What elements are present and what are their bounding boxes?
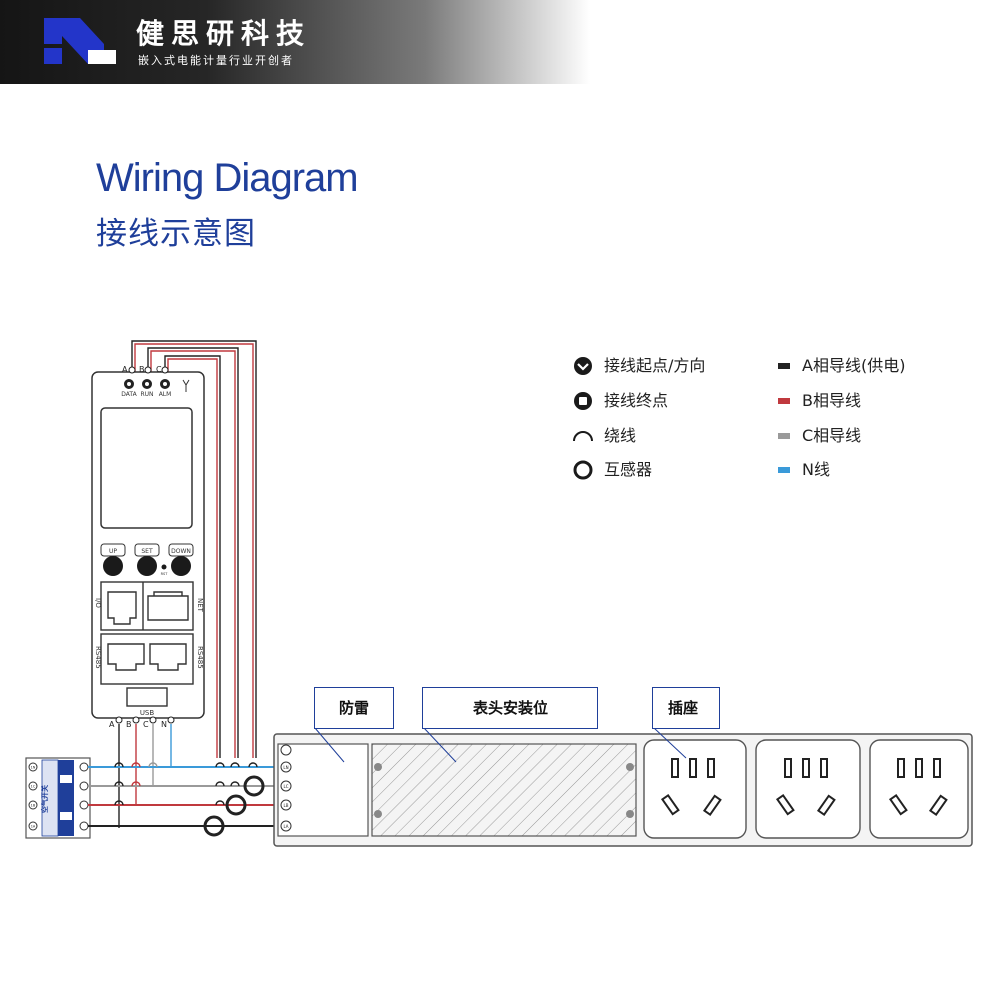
breaker-terminal-1n: 1N xyxy=(31,766,36,770)
callout-leaders xyxy=(314,727,687,763)
pdu-terminal-lb: LB xyxy=(284,803,289,808)
indicator-run-label: RUN xyxy=(140,391,153,398)
wire-bypass-icon xyxy=(573,431,593,442)
meter-top-terminal-b: B xyxy=(139,365,145,374)
title-english: Wiring Diagram xyxy=(96,156,359,200)
callout-meter-slot: 表头安装位 xyxy=(422,687,598,729)
meter-labels: DATA RUN ALM UP SET DOWN RST USB I/O NET… xyxy=(94,391,204,717)
wire-start-direction-icon xyxy=(574,357,592,375)
port-rs485-right-label: RS485 xyxy=(196,646,204,669)
legend-wire-a-label: A相导线(供电) xyxy=(802,356,906,375)
callout-socket-label: 插座 xyxy=(668,699,699,717)
legend-transformer-label: 互感器 xyxy=(604,460,653,479)
breaker-terminal-1b: 1B xyxy=(31,804,36,808)
meter-top-terminals: A B C xyxy=(122,365,169,374)
pdu-strip xyxy=(273,733,973,847)
button-set-label: SET xyxy=(141,548,153,555)
current-transformer-icon xyxy=(573,460,593,480)
legend-wire-start-label: 接线起点/方向 xyxy=(604,356,706,375)
button-down-label: DOWN xyxy=(171,548,191,555)
company-logo xyxy=(44,18,116,64)
usb-label: USB xyxy=(140,709,155,717)
meter-drop-wires xyxy=(118,724,172,828)
meter-bottom-terminal-n: N xyxy=(161,720,167,729)
antenna-icon xyxy=(182,379,190,392)
meter-top-wires xyxy=(131,340,257,758)
socket-3 xyxy=(869,739,969,839)
legend-wire-c-label: C相导线 xyxy=(802,426,862,445)
port-rs485-left-label: RS485 xyxy=(94,646,102,669)
button-up-label: UP xyxy=(109,548,117,555)
pdu-terminal-lc: LC xyxy=(283,784,288,789)
legend: 接线起点/方向 接线终点 绕线 互感器 A相导线(供电) B相导线 C相导线 N… xyxy=(572,356,932,486)
legend-wire-n-label: N线 xyxy=(802,460,830,479)
power-meter xyxy=(91,371,205,719)
meter-top-terminal-a: A xyxy=(122,365,128,374)
meter-bottom-terminal-c: C xyxy=(143,720,149,729)
bus-wires xyxy=(88,766,286,827)
wire-b-swatch xyxy=(778,398,790,404)
usb-port xyxy=(126,687,168,707)
meter-mount-slot xyxy=(371,743,637,837)
wire-c-swatch xyxy=(778,433,790,439)
meter-bottom-terminal-b: B xyxy=(126,720,132,729)
legend-wire-end-label: 接线终点 xyxy=(604,391,669,410)
pdu-terminal-ln: LN xyxy=(283,765,288,770)
socket-1 xyxy=(643,739,747,839)
brand-name: 健思研科技 xyxy=(136,17,312,50)
indicator-data-label: DATA xyxy=(121,391,137,398)
meter-bottom-terminals: A B C N xyxy=(109,716,175,729)
indicator-alm-label: ALM xyxy=(159,391,172,398)
breaker-terminal-1a: 1A xyxy=(31,825,36,829)
wire-a-swatch xyxy=(778,363,790,369)
pdu-terminal-la: LA xyxy=(283,824,288,829)
meter-buttons[interactable] xyxy=(100,543,194,576)
breaker-terminal-1c: 1C xyxy=(31,785,36,789)
rst-label: RST xyxy=(161,572,169,576)
current-transformers xyxy=(203,775,265,837)
meter-display xyxy=(100,407,193,529)
network-ports xyxy=(100,581,194,685)
lightning-protector xyxy=(277,743,369,837)
wire-n-swatch xyxy=(778,467,790,473)
callout-socket: 插座 xyxy=(652,687,720,729)
breaker-label: 空气开关 xyxy=(40,785,49,813)
legend-bypass-label: 绕线 xyxy=(604,426,637,445)
meter-bottom-terminal-a: A xyxy=(109,720,115,729)
socket-2 xyxy=(755,739,861,839)
title-chinese: 接线示意图 xyxy=(96,216,256,252)
indicator-leds xyxy=(124,379,170,389)
sockets xyxy=(643,739,969,839)
callout-lightning-label: 防雷 xyxy=(339,699,370,717)
wire-end-icon xyxy=(574,392,592,410)
port-io-label: I/O xyxy=(94,598,102,608)
callout-meter-slot-label: 表头安装位 xyxy=(473,699,549,717)
port-net-label: NET xyxy=(196,598,204,613)
callout-lightning: 防雷 xyxy=(314,687,394,729)
header-banner: 健思研科技 嵌入式电能计量行业开创者 xyxy=(0,0,590,84)
wire-bypass-marks xyxy=(114,762,258,806)
legend-wire-b-label: B相导线 xyxy=(802,391,861,410)
air-breaker: 1N 1C 1B 1A 空气开关 xyxy=(25,757,91,839)
brand-tagline: 嵌入式电能计量行业开创者 xyxy=(138,54,294,67)
meter-top-terminal-c: C xyxy=(156,365,162,374)
pdu-input-terminals: LN LC LB LA xyxy=(280,744,292,832)
